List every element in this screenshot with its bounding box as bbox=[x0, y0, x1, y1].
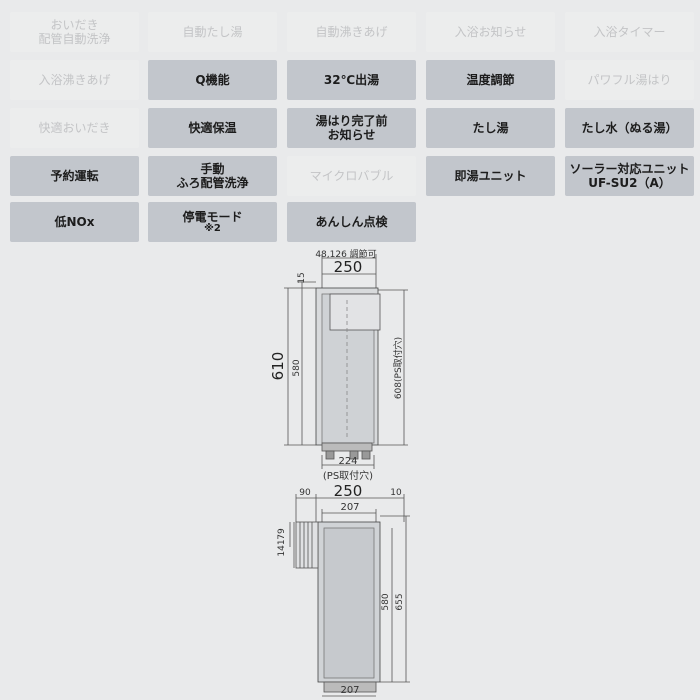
feature-tile: 温度調節 bbox=[426, 60, 555, 100]
feature-tile-label: あんしん点検 bbox=[315, 215, 388, 229]
feature-tile-label: 予約運転 bbox=[50, 169, 99, 183]
feature-tile: 快適保温 bbox=[148, 108, 277, 148]
front-bottom-width-label: 224 bbox=[338, 456, 357, 467]
side-dim-141-label: 141 bbox=[277, 539, 287, 556]
feature-tile: ソーラー対応ユニット UF-SU2（A） bbox=[565, 156, 694, 196]
feature-tile-label: 停電モード bbox=[182, 210, 243, 224]
feature-tile: パワフル湯はり bbox=[565, 60, 694, 100]
feature-tile-label: 手動 ふろ配管洗浄 bbox=[176, 162, 249, 190]
feature-tile-label: 入浴タイマー bbox=[593, 25, 666, 39]
side-left-offset-label: 90 bbox=[299, 488, 311, 498]
feature-tile: 入浴お知らせ bbox=[426, 12, 555, 52]
feature-tile-label: 温度調節 bbox=[466, 73, 515, 87]
feature-tile-label: 入浴沸きあげ bbox=[38, 73, 111, 87]
side-width-label: 250 bbox=[334, 482, 363, 500]
feature-tile-label: 自動沸きあげ bbox=[315, 25, 388, 39]
feature-tile: 入浴タイマー bbox=[565, 12, 694, 52]
side-dim-79-label: 79 bbox=[277, 528, 287, 540]
feature-tile-label: マイクロバブル bbox=[309, 169, 394, 183]
feature-tile: たし水（ぬる湯） bbox=[565, 108, 694, 148]
feature-tile: たし湯 bbox=[426, 108, 555, 148]
feature-tile-note: ※2 bbox=[204, 223, 221, 234]
feature-tile-label: たし湯 bbox=[472, 121, 509, 135]
feature-tile: 32℃出湯 bbox=[287, 60, 416, 100]
feature-tile: 低NOx bbox=[10, 202, 139, 242]
side-inner-width-label: 207 bbox=[340, 502, 359, 513]
feature-tile: 手動 ふろ配管洗浄 bbox=[148, 156, 277, 196]
feature-tile-label: 入浴お知らせ bbox=[454, 25, 527, 39]
side-view-drawing bbox=[289, 494, 410, 697]
feature-tile-label: 低NOx bbox=[54, 215, 95, 229]
feature-tile: 予約運転 bbox=[10, 156, 139, 196]
feature-tile: 湯はり完了前 お知らせ bbox=[287, 108, 416, 148]
feature-tile: 停電モード※2 bbox=[148, 202, 277, 242]
feature-tile: 快適おいだき bbox=[10, 108, 139, 148]
feature-tile-label: 快適保温 bbox=[188, 121, 237, 135]
feature-tile-label: 快適おいだき bbox=[38, 121, 111, 135]
side-right-offset-label: 10 bbox=[390, 488, 402, 498]
feature-tile-label: 即湯ユニット bbox=[454, 169, 527, 183]
front-top-offset-label: 15 bbox=[297, 272, 307, 283]
feature-tile-label: ソーラー対応ユニット UF-SU2（A） bbox=[569, 162, 690, 190]
feature-tile-label: 湯はり完了前 お知らせ bbox=[315, 114, 388, 142]
front-total-height-label: 610 bbox=[269, 352, 287, 381]
feature-tile: あんしん点検 bbox=[287, 202, 416, 242]
feature-tile-label: 32℃出湯 bbox=[323, 73, 380, 87]
feature-tile: 自動たし湯 bbox=[148, 12, 277, 52]
side-bottom-width-label: 207 bbox=[340, 685, 359, 696]
feature-tile-label: パワフル湯はり bbox=[587, 73, 672, 87]
feature-tile-label: 自動たし湯 bbox=[182, 25, 243, 39]
feature-tile-label: たし水（ぬる湯） bbox=[581, 121, 678, 135]
feature-tile-label: Q機能 bbox=[195, 73, 230, 87]
side-body-height-label: 580 bbox=[381, 593, 391, 610]
front-top-note: 48,126 調節可 bbox=[315, 248, 376, 260]
feature-tile: 入浴沸きあげ bbox=[10, 60, 139, 100]
front-body-height-label: 580 bbox=[292, 359, 302, 376]
front-ps-height-label: 608(PS取付穴) bbox=[392, 337, 404, 399]
side-total-height-label: 655 bbox=[395, 593, 405, 610]
feature-tile: おいだき 配管自動洗浄 bbox=[10, 12, 139, 52]
feature-tile: マイクロバブル bbox=[287, 156, 416, 196]
feature-tile-label: おいだき 配管自動洗浄 bbox=[38, 18, 111, 46]
feature-tile: 即湯ユニット bbox=[426, 156, 555, 196]
front-width-label: 250 bbox=[334, 258, 363, 276]
front-bottom-note: (PS取付穴) bbox=[323, 469, 373, 482]
feature-tile: Q機能 bbox=[148, 60, 277, 100]
feature-tile: 自動沸きあげ bbox=[287, 12, 416, 52]
